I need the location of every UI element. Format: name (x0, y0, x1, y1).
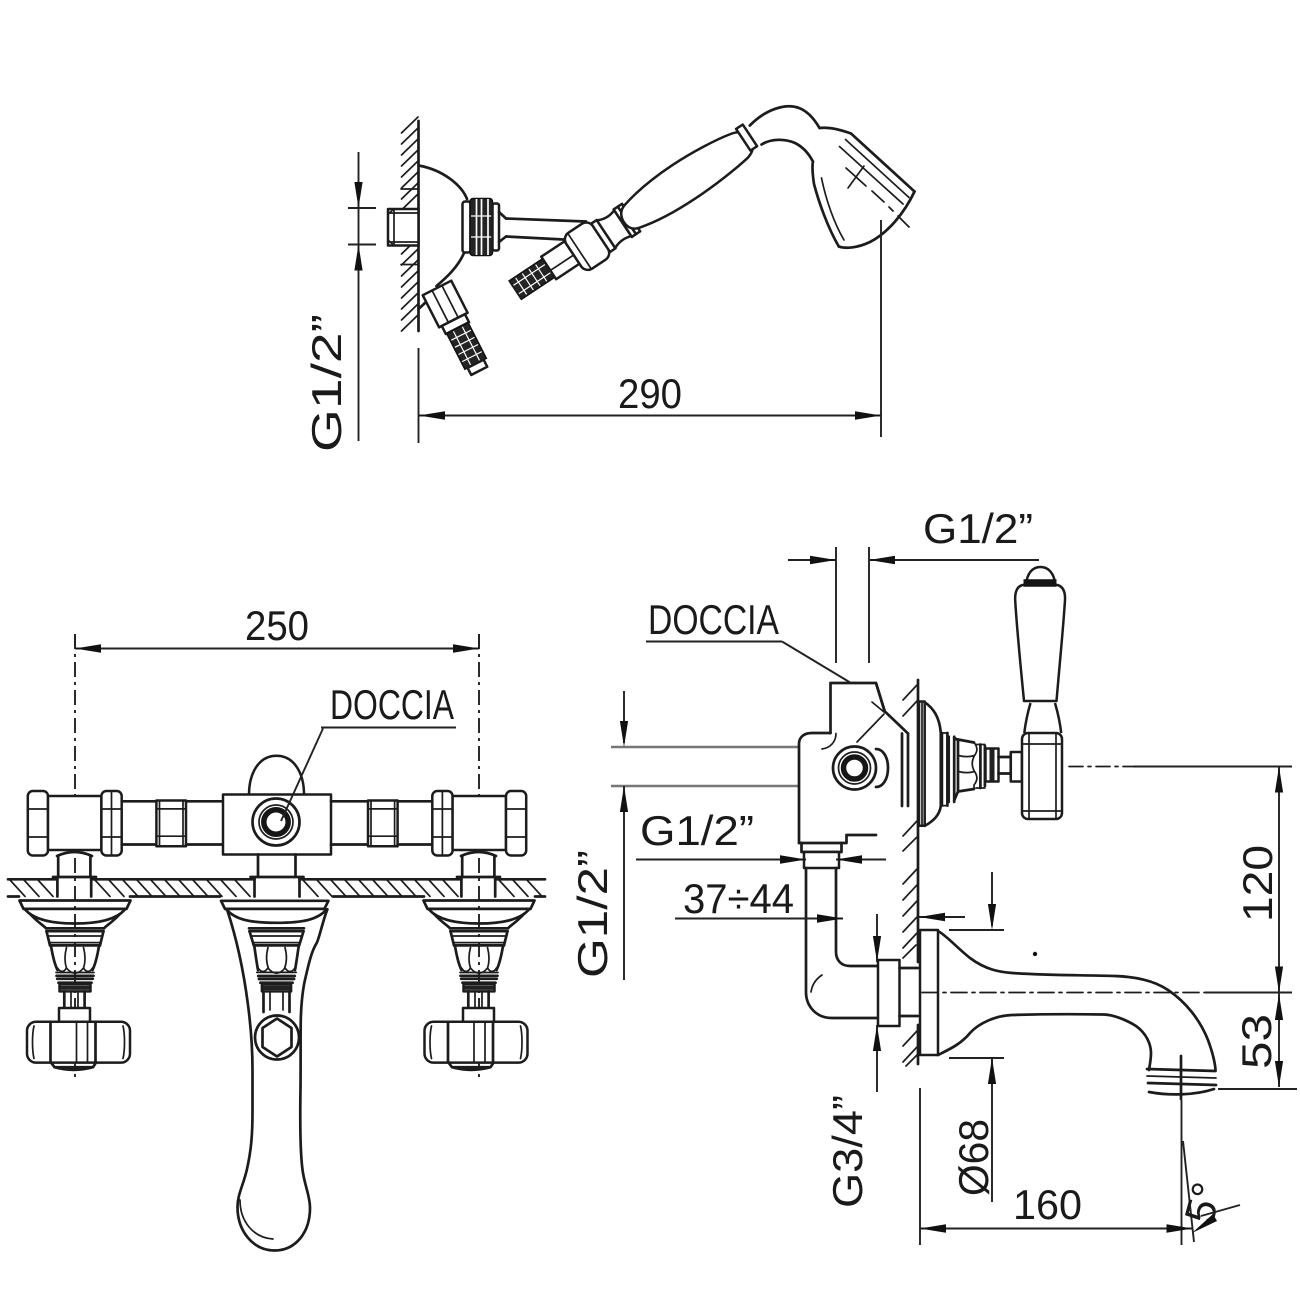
svg-text:G1/2”: G1/2” (569, 850, 616, 978)
svg-text:Ø68: Ø68 (950, 1119, 997, 1196)
svg-text:120: 120 (1234, 845, 1281, 922)
svg-text:DOCCIA: DOCCIA (648, 596, 779, 643)
svg-text:G3/4”: G3/4” (824, 1095, 871, 1208)
svg-text:160: 160 (1013, 1181, 1082, 1228)
svg-text:53: 53 (1233, 1014, 1280, 1069)
svg-text:DOCCIA: DOCCIA (330, 681, 454, 728)
svg-text:37÷44: 37÷44 (683, 875, 794, 922)
svg-text:G1/2”: G1/2” (923, 505, 1033, 552)
svg-text:250: 250 (245, 602, 309, 649)
svg-text:290: 290 (618, 370, 682, 417)
svg-text:G1/2”: G1/2” (640, 807, 754, 854)
svg-text:G1/2”: G1/2” (303, 314, 350, 452)
